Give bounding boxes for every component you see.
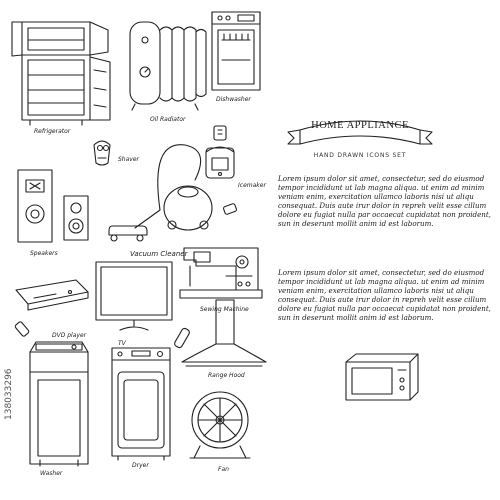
label-fan: Fan xyxy=(218,466,229,473)
sewing-machine-icon xyxy=(179,247,263,299)
fan-icon xyxy=(189,391,251,459)
label-sewing-machine: Sewing Machine xyxy=(200,306,249,313)
label-speakers: Speakers xyxy=(30,250,58,257)
icemaker-icon xyxy=(205,125,235,179)
label-dvd-player: DVD player xyxy=(52,332,87,339)
banner-title: HOME APPLIANCE xyxy=(311,120,409,131)
label-dryer: Dryer xyxy=(132,462,149,469)
vacuum-cleaner-icon xyxy=(108,144,237,242)
range-hood-icon xyxy=(181,299,267,367)
microwave-icon xyxy=(345,353,419,401)
label-vacuum-cleaner: Vacuum Cleaner xyxy=(130,250,188,258)
label-shaver: Shaver xyxy=(118,156,139,163)
shaver-icon xyxy=(93,140,111,166)
speakers-icon xyxy=(17,169,89,243)
dryer-icon xyxy=(111,347,171,461)
label-dishwasher: Dishwasher xyxy=(216,96,251,103)
stock-id: 138033296 xyxy=(4,368,14,420)
banner-subtitle: HAND DRAWN ICONS SET xyxy=(313,152,407,159)
label-range-hood: Range Hood xyxy=(208,372,245,379)
label-icemaker: Icemaker xyxy=(238,182,266,189)
paragraph-1: Lorem ipsum dolor sit amet, consectetur,… xyxy=(278,174,491,228)
oil-radiator-icon xyxy=(129,21,207,111)
banner-ribbon xyxy=(287,120,433,145)
washer-icon xyxy=(29,341,89,467)
label-tv: TV xyxy=(118,340,126,347)
dvd-player-icon xyxy=(14,279,89,337)
label-refrigerator: Refrigerator xyxy=(34,128,71,135)
paragraph-2: Lorem ipsum dolor sit amet, consectetur,… xyxy=(278,268,491,322)
label-washer: Washer xyxy=(40,470,63,477)
refrigerator-icon xyxy=(11,21,111,126)
label-oil-radiator: Oil Radiator xyxy=(150,116,186,123)
dishwasher-icon xyxy=(211,11,261,91)
tv-icon xyxy=(95,261,190,349)
